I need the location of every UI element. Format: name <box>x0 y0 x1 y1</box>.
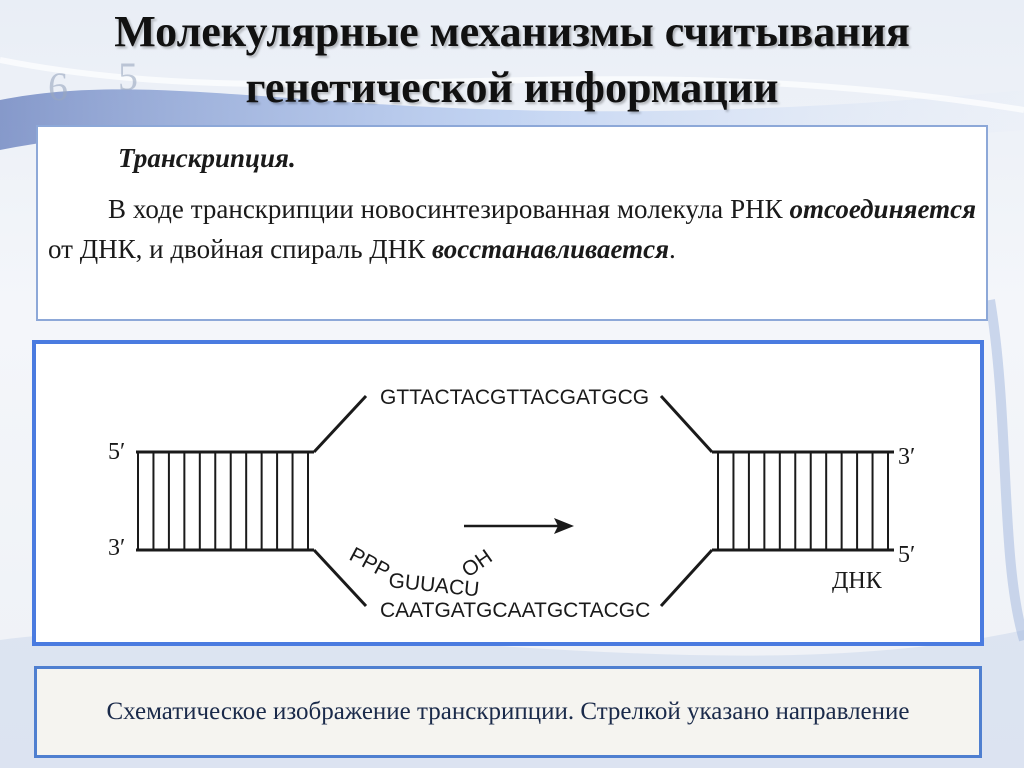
dna-label: ДНК <box>832 568 883 594</box>
para-emphasis-2: восстанавливается <box>432 234 670 264</box>
left-bottom-fork <box>312 548 368 608</box>
page-title-line-2: генетической информации <box>245 63 779 112</box>
text-box: Транскрипция. В ходе транскрипции новоси… <box>36 125 988 321</box>
para-text-1: В ходе транскрипции новосинтезированная … <box>108 194 790 224</box>
right-bottom-label: 5′ <box>898 542 915 568</box>
bottom-strand-sequence: CAATGATGCAATGCTACGC <box>380 599 650 622</box>
deco-digit-5: 5 <box>118 54 138 99</box>
left-top-fork <box>312 394 368 454</box>
rna-5prime-triphosphate: PPP <box>346 543 394 583</box>
left-bottom-label: 3′ <box>108 535 125 561</box>
page-title: Молекулярные механизмы считывания генети… <box>0 4 1024 116</box>
right-bottom-fork <box>659 548 714 608</box>
para-text-3: . <box>669 234 676 264</box>
para-text-2: от ДНК, и двойная спираль ДНК <box>48 234 432 264</box>
caption-text: Схематическое изображение транскрипции. … <box>106 698 910 725</box>
right-top-label: 3′ <box>898 444 915 470</box>
page-title-line-1: Молекулярные механизмы считывания <box>114 7 910 56</box>
right-base-pairs <box>717 452 889 550</box>
transcription-diagram: 5′ 3′ 3′ 5′ GTTACTACGTTACGATGCG CAATGATG… <box>32 340 984 646</box>
dna-strands <box>136 394 894 608</box>
top-strand-sequence: GTTACTACGTTACGATGCG <box>380 386 649 409</box>
para-emphasis-1: отсоединяется <box>789 194 976 224</box>
caption-box: Схематическое изображение транскрипции. … <box>34 666 982 758</box>
left-base-pairs <box>137 452 309 550</box>
direction-arrow-head <box>554 518 574 534</box>
description-paragraph: В ходе транскрипции новосинтезированная … <box>48 189 976 269</box>
left-top-label: 5′ <box>108 439 125 465</box>
right-top-fork <box>659 394 714 454</box>
section-heading: Транскрипция. <box>118 143 296 173</box>
deco-digit-6: 6 <box>48 64 68 109</box>
diagram-canvas: 5′ 3′ 3′ 5′ GTTACTACGTTACGATGCG CAATGATG… <box>108 386 915 622</box>
